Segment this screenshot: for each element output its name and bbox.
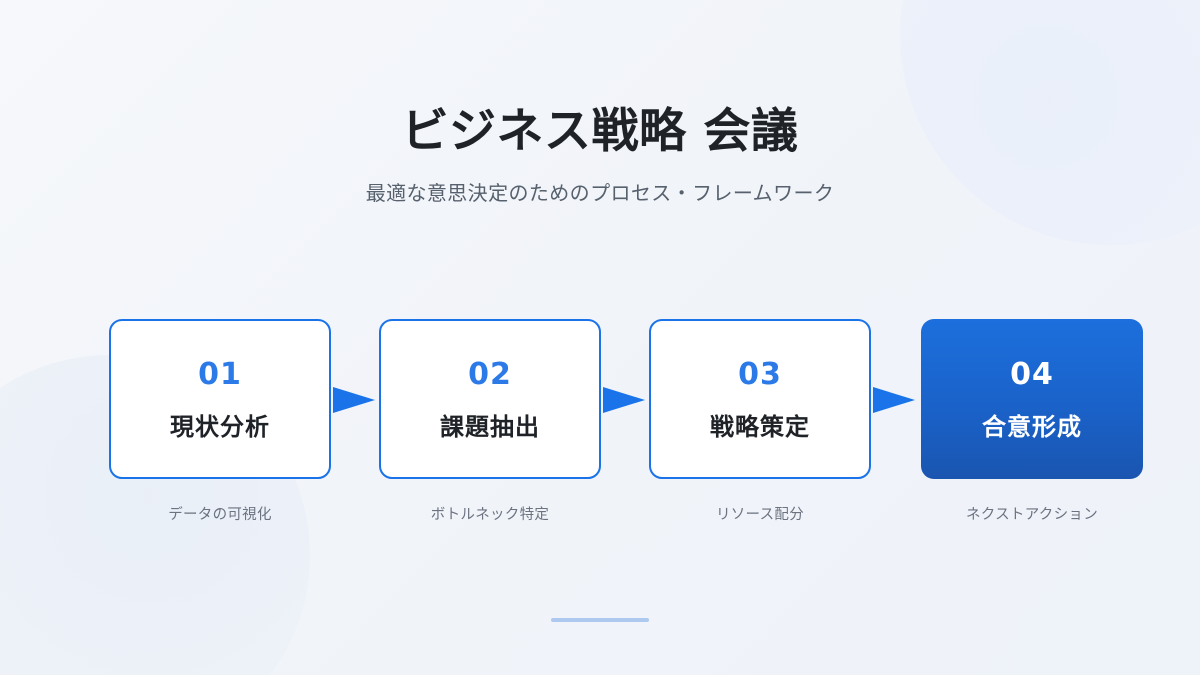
page-subtitle: 最適な意思決定のためのプロセス・フレームワーク bbox=[365, 181, 835, 206]
step-card-4[interactable]: 04 合意形成 bbox=[921, 319, 1143, 479]
arrow-right-icon bbox=[601, 381, 647, 419]
step-caption-1: データの可視化 bbox=[168, 507, 272, 523]
process-step-2[interactable]: 02 課題抽出 ボトルネック特定 bbox=[379, 319, 601, 525]
step-caption-2: ボトルネック特定 bbox=[430, 507, 550, 523]
process-step-list: 01 現状分析 データの可視化 02 課題抽出 ボトルネック特定 03 戦略策定… bbox=[109, 319, 1143, 531]
step-card-2[interactable]: 02 課題抽出 bbox=[379, 319, 601, 479]
slide-header: ビジネス戦略 会議 最適な意思決定のためのプロセス・フレームワーク bbox=[0, 0, 1200, 207]
arrow-right-icon bbox=[331, 381, 377, 419]
step-card-3[interactable]: 03 戦略策定 bbox=[649, 319, 871, 479]
step-card-1[interactable]: 01 現状分析 bbox=[109, 319, 331, 479]
step-caption-4: ネクストアクション bbox=[965, 507, 1099, 523]
process-step-3[interactable]: 03 戦略策定 リソース配分 bbox=[649, 319, 871, 525]
step-label-1: 現状分析 bbox=[170, 412, 270, 441]
step-number-1: 01 bbox=[198, 356, 242, 392]
bottom-accent-bar bbox=[551, 618, 649, 622]
step-number-4: 04 bbox=[1010, 356, 1054, 392]
step-label-3: 戦略策定 bbox=[710, 412, 810, 441]
page-title: ビジネス戦略 会議 bbox=[401, 104, 799, 159]
arrow-right-icon bbox=[871, 381, 917, 419]
step-number-3: 03 bbox=[738, 356, 782, 392]
process-step-1[interactable]: 01 現状分析 データの可視化 bbox=[109, 319, 331, 525]
process-step-4[interactable]: 04 合意形成 ネクストアクション bbox=[921, 319, 1143, 525]
step-number-2: 02 bbox=[468, 356, 512, 392]
step-label-2: 課題抽出 bbox=[440, 412, 540, 441]
step-label-4: 合意形成 bbox=[982, 412, 1082, 441]
step-caption-3: リソース配分 bbox=[715, 507, 805, 523]
